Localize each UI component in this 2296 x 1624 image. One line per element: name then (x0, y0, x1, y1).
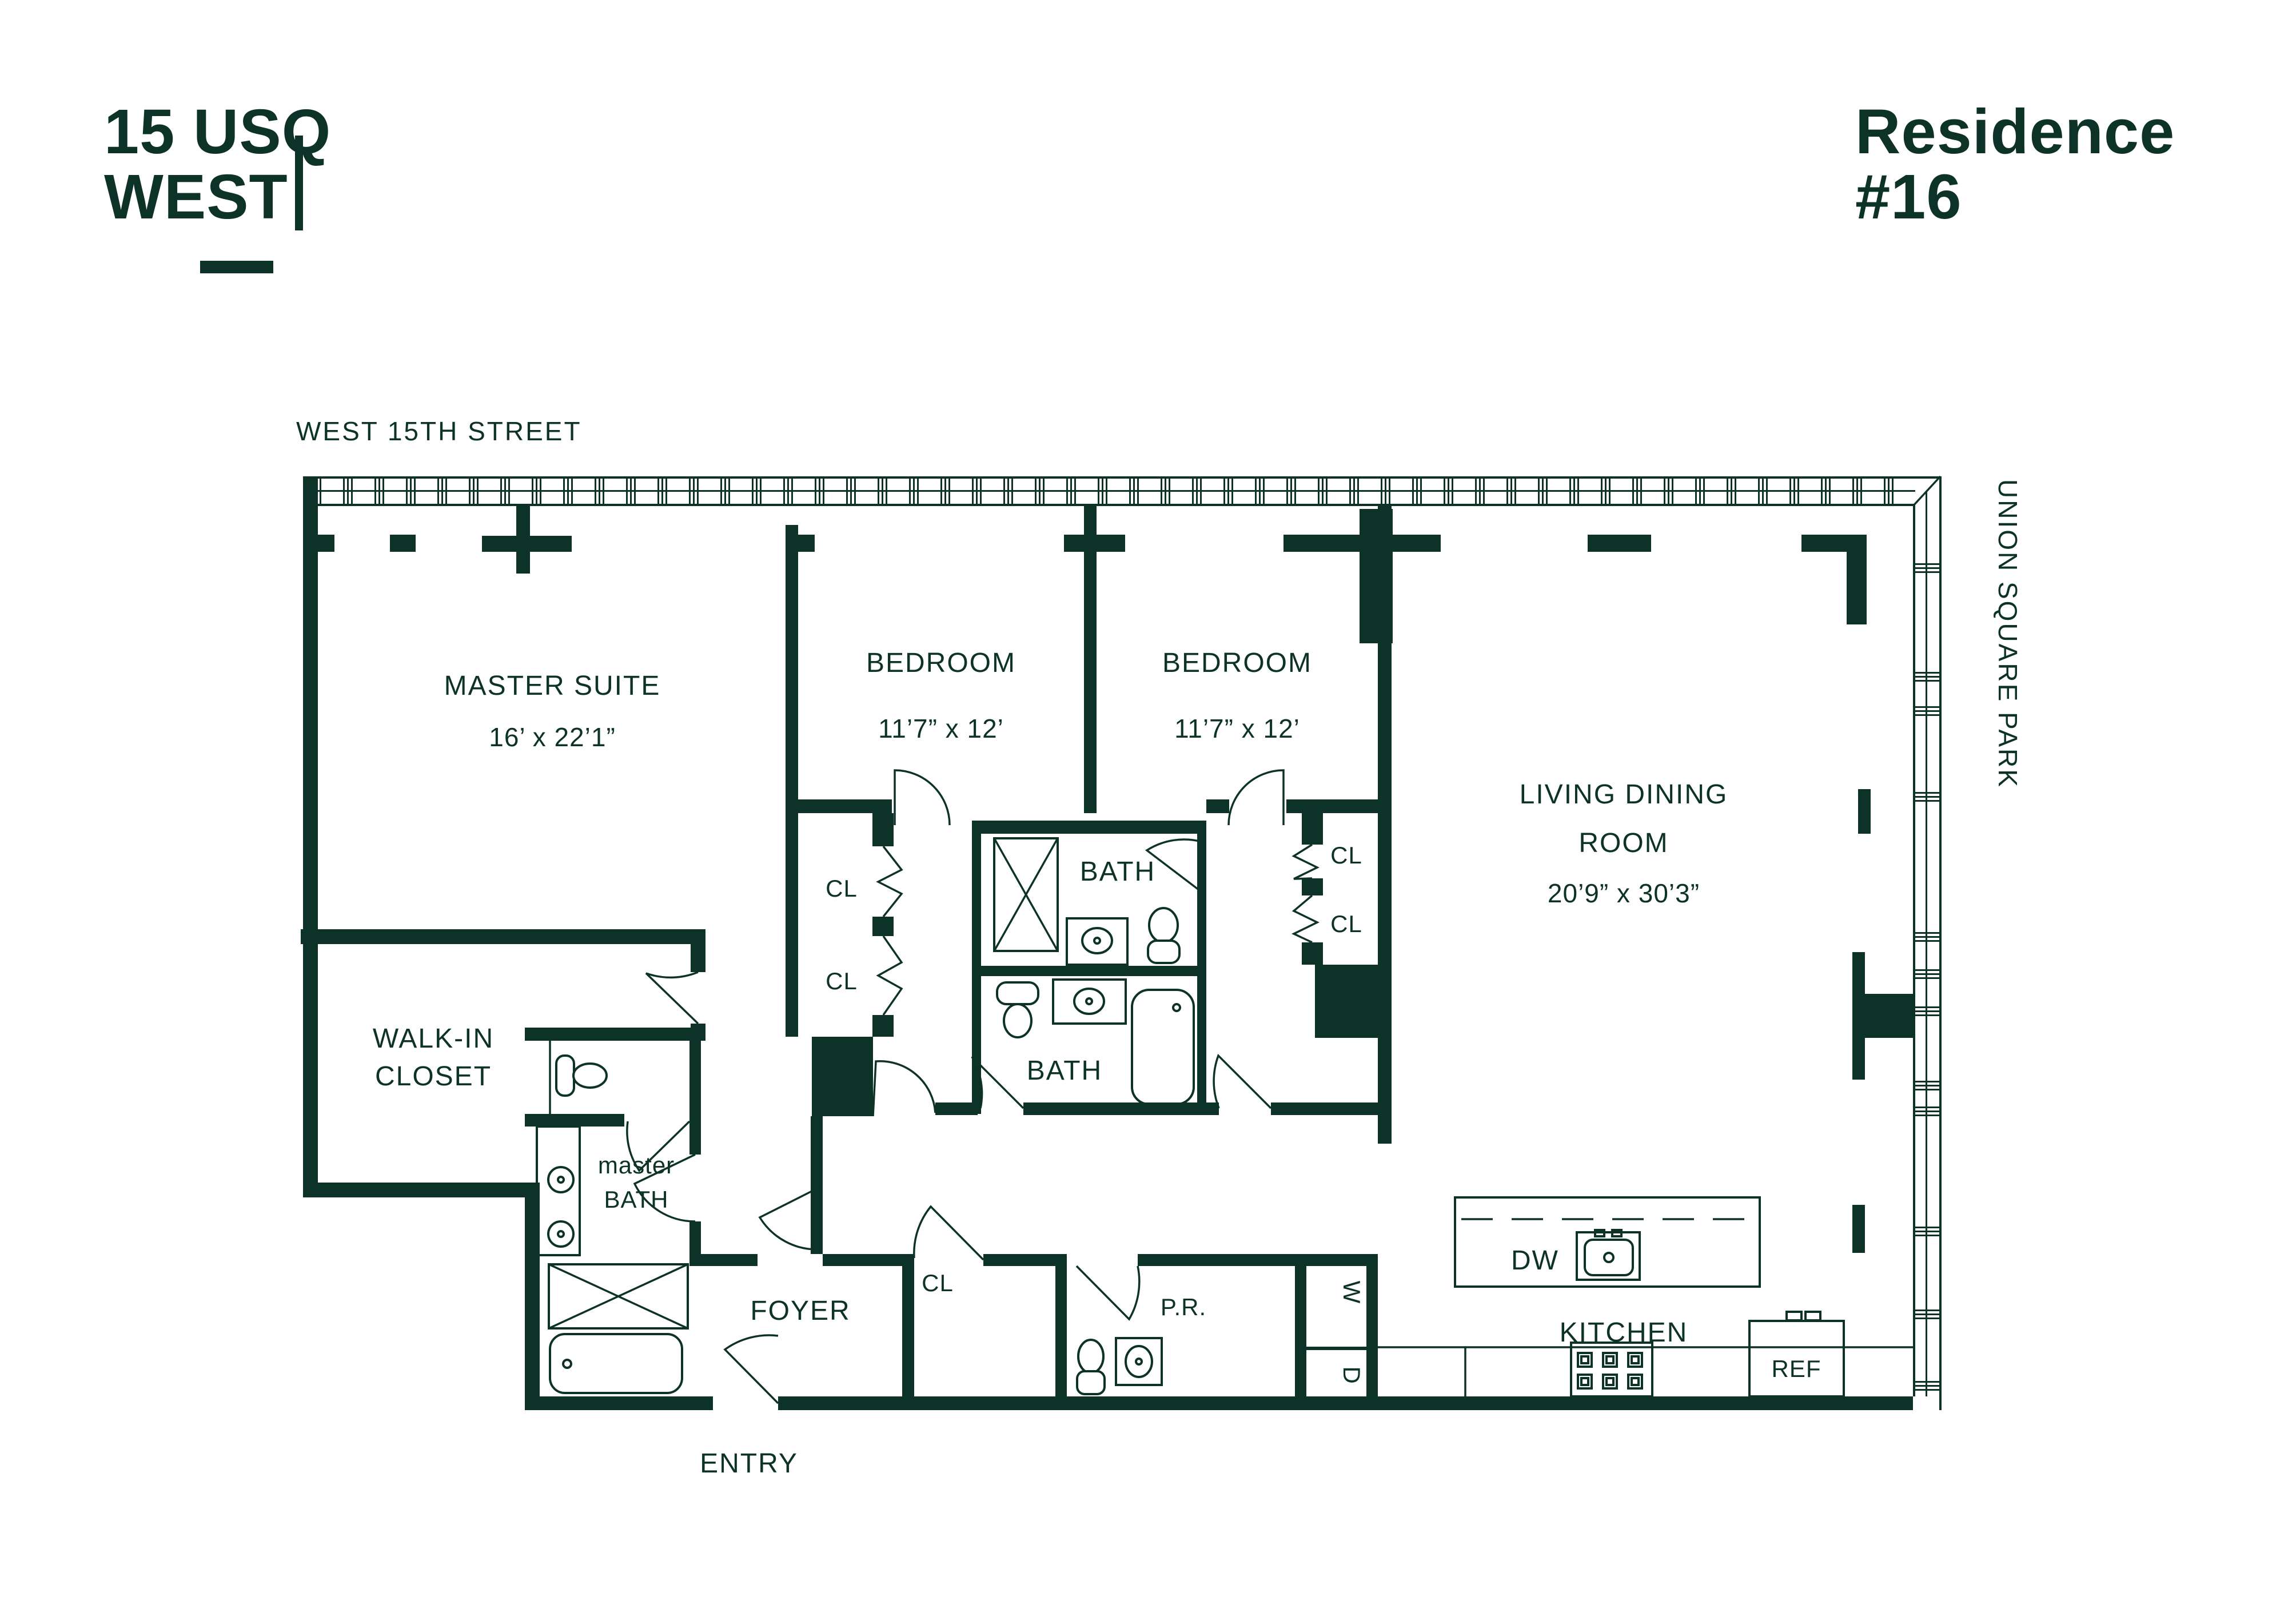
brand-line1: 15 USQ (104, 97, 331, 167)
bath-upper-fixtures (993, 837, 1181, 966)
sink-icon (547, 1166, 575, 1193)
bedroom1-label: BEDROOM (866, 648, 1016, 678)
vanity-counter (1052, 978, 1127, 1025)
entry-door-swing (723, 1334, 779, 1404)
bedroom1-door-swing (894, 769, 951, 826)
powder-room-door-swing (1075, 1265, 1141, 1321)
refrigerator-icon (1748, 1311, 1845, 1398)
brand-divider-bar (295, 136, 303, 230)
kitchen-label: KITCHEN (1560, 1317, 1688, 1348)
bedroom1-dims: 11’7” x 12’ (878, 714, 1004, 743)
master-bath-label-line2: BATH (604, 1186, 669, 1213)
living-room-dims: 20’9” x 30’3” (1548, 878, 1700, 908)
bath-lower-fixtures (996, 978, 1195, 1105)
closet-label-right-lower: CL (1330, 910, 1362, 937)
sink-icon (547, 1220, 575, 1248)
entry-label: ENTRY (700, 1448, 798, 1479)
toilet-bowl-icon (572, 1062, 608, 1089)
powder-room-fixtures (1076, 1337, 1163, 1395)
closet-bifold-doors (876, 843, 1320, 1016)
foyer-label: FOYER (750, 1296, 850, 1326)
window-corner-miter (1912, 475, 1942, 507)
toilet-icon (996, 981, 1039, 1005)
walkin-closet-label-line2: CLOSET (375, 1061, 492, 1092)
toilet-bowl-icon (1077, 1339, 1105, 1374)
street-label-top: WEST 15TH STREET (296, 416, 582, 446)
bath-upper-label: BATH (1080, 857, 1155, 887)
toilet-bowl-icon (1148, 907, 1179, 944)
closet-bifold-left-upper (876, 845, 903, 918)
toilet-icon (1147, 940, 1181, 964)
interior-walls (301, 505, 1913, 1410)
window-wall-top (303, 475, 1942, 507)
living-room-label-line1: LIVING DINING (1520, 779, 1728, 810)
bedroom2-door-swing (1227, 769, 1285, 826)
foyer-closet-label: CL (922, 1269, 954, 1296)
closet-label-left-lower: CL (826, 968, 858, 994)
master-bath-fixtures (536, 1041, 689, 1394)
exterior-walls (303, 476, 1913, 1410)
bath-lower-label: BATH (1027, 1056, 1102, 1086)
toilet-icon (555, 1054, 575, 1097)
vanity-counter (536, 1125, 581, 1256)
bath-lower-door-swing (971, 1056, 1025, 1109)
street-label-right: UNION SQUARE PARK (1993, 479, 2023, 789)
living-room-label-line2: ROOM (1579, 828, 1668, 858)
kitchen-counter (1378, 1311, 1913, 1398)
closet-label-left-upper: CL (826, 875, 858, 902)
sink-icon (1073, 988, 1105, 1015)
bathtub-icon (549, 1333, 683, 1394)
master-suite-label: MASTER SUITE (444, 671, 661, 701)
bedroom2-label: BEDROOM (1162, 648, 1312, 678)
kitchen-sink (1576, 1231, 1641, 1281)
master-suite-door-swing (758, 1186, 820, 1251)
foyer-closet-door-swing (913, 1205, 984, 1261)
master-bath-door-swing (633, 1153, 696, 1223)
sink-icon (1125, 1345, 1153, 1378)
kitchen-island (1454, 1196, 1761, 1288)
residence-line1: Residence (1855, 97, 2175, 167)
refrigerator-label: REF (1772, 1355, 1821, 1382)
shower-icon (993, 837, 1059, 952)
brand-line2: WEST (104, 162, 288, 232)
washer-label: W (1338, 1281, 1365, 1304)
window-mullions-top (313, 478, 1903, 504)
master-toilet-door-swing (626, 1120, 691, 1172)
shower-icon (548, 1263, 689, 1330)
window-wall-right (1913, 476, 1942, 1410)
walkin-closet-label-line1: WALK-IN (373, 1024, 494, 1054)
dishwasher-label: DW (1511, 1245, 1559, 1276)
header: 15 USQ WEST Residence #16 (104, 97, 2175, 273)
residence-line2: #16 (1855, 162, 1962, 232)
closet-label-right-upper: CL (1330, 842, 1362, 869)
bedroom2-dims: 11’7” x 12’ (1174, 714, 1300, 743)
sink-icon (1081, 927, 1113, 954)
master-bath-label-line1: master (598, 1152, 675, 1179)
sink-cabinet (1115, 1337, 1163, 1386)
bath-upper-door-swing (1145, 838, 1203, 893)
vanity-counter (1066, 917, 1129, 966)
master-suite-dims: 16’ x 22’1” (489, 722, 616, 752)
range-icon (1570, 1342, 1653, 1398)
toilet-icon (1076, 1370, 1106, 1395)
brand-underline (200, 261, 273, 273)
closet-bifold-right-upper (1292, 843, 1320, 880)
closet-bifold-right-lower (1291, 894, 1320, 944)
hall-left-door-swing (872, 1060, 936, 1117)
toilet-bowl-icon (1003, 1003, 1033, 1038)
powder-room-label: P.R. (1161, 1293, 1206, 1320)
walkin-closet-door-swing (645, 971, 699, 1025)
doors (626, 769, 1285, 1404)
bathtub-icon (1131, 989, 1195, 1105)
closet-bifold-left-lower (876, 936, 903, 1016)
hall-right-door-swing (1213, 1053, 1272, 1109)
dryer-label: D (1338, 1366, 1365, 1384)
room-labels: MASTER SUITE 16’ x 22’1” BEDROOM 11’7” x… (373, 648, 1821, 1479)
